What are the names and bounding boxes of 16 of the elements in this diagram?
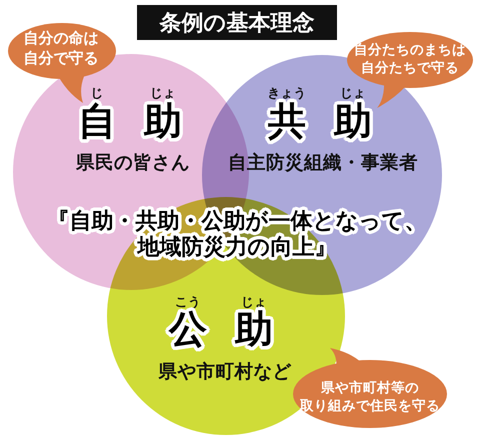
bubble-text: 県や市町村等の取り組みで住民を守る	[300, 378, 440, 416]
furigana: じょ	[340, 85, 366, 101]
bubble-text: 自分の命は自分で守る	[24, 28, 98, 68]
furigana: こう	[175, 294, 201, 310]
bubble-text: 自分たちのまちは自分たちで守る	[354, 40, 466, 78]
circle-subtitle: 自主防災組織・事業者	[228, 151, 418, 175]
furigana: じ	[90, 85, 104, 101]
circle-heading: 公助	[169, 309, 273, 351]
furigana: じょ	[150, 85, 176, 101]
circle-subtitle: 県民の皆さん	[76, 151, 190, 175]
furigana: じょ	[241, 294, 267, 310]
circle-heading: 自助	[78, 101, 182, 143]
title-banner: 条例の基本理念	[137, 5, 337, 40]
circle-heading: 共助	[268, 101, 372, 143]
furigana: きょう	[268, 85, 306, 101]
circle-subtitle: 県や市町村など	[158, 360, 292, 384]
